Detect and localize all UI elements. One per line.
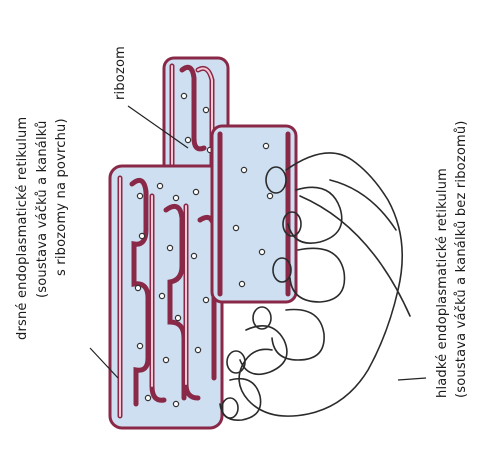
smooth-er-label-line1: hladké endoplasmatické retikulum (435, 168, 450, 398)
rough-er-label-line1: drsné endoplasmatické retikulum (15, 117, 30, 340)
smooth-er-label-line2: (soustava váčků a kanálků bez ribozomů) (454, 120, 469, 398)
rough-er-label-line3: s ribozomy na povrchu) (54, 118, 69, 276)
smooth-er-label: hladké endoplasmatické retikulum (sousta… (435, 120, 469, 398)
rough-er-label-line2: (soustava váčků a kanálků (35, 120, 50, 298)
ribosome-label: ribozom (113, 46, 128, 100)
rough-er-body (110, 58, 228, 428)
rough-er-label: drsné endoplasmatické retikulum (soustav… (15, 117, 69, 340)
smooth-er-leader (398, 378, 426, 380)
rough-er-front-plate (212, 126, 296, 302)
